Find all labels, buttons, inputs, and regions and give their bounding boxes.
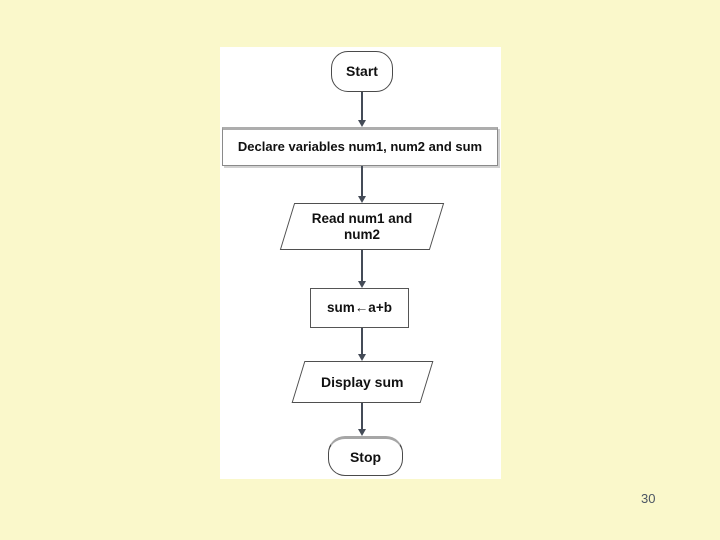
arrow-down-icon bbox=[358, 196, 366, 203]
slide-number: 30 bbox=[641, 491, 656, 506]
flowchart-node-start: Start bbox=[331, 51, 393, 92]
node-read-label: Read num1 and num2 bbox=[311, 210, 413, 242]
connector-display-to-stop bbox=[358, 403, 366, 436]
flowchart-node-stop: Stop bbox=[328, 436, 403, 476]
flowchart-node-declare-variables: Declare variables num1, num2 and sum bbox=[222, 127, 498, 166]
connector-line bbox=[361, 328, 363, 355]
node-start-label: Start bbox=[346, 63, 378, 80]
connector-assign-to-display bbox=[358, 328, 366, 361]
connector-line bbox=[361, 166, 363, 197]
flowchart-node-read-input: Read num1 and num2 bbox=[279, 203, 445, 250]
flowchart-canvas: Start Declare variables num1, num2 and s… bbox=[220, 47, 501, 479]
connector-line bbox=[361, 92, 363, 121]
flowchart-node-sum-assignment: sum←a+b bbox=[310, 288, 409, 328]
connector-read-to-assign bbox=[358, 250, 366, 288]
connector-declare-to-read bbox=[358, 166, 366, 203]
connector-line bbox=[361, 403, 363, 430]
arrow-down-icon bbox=[358, 354, 366, 361]
node-declare-label: Declare variables num1, num2 and sum bbox=[237, 139, 483, 155]
node-assign-label: sum←a+b bbox=[327, 300, 392, 316]
connector-line bbox=[361, 250, 363, 282]
flowchart-node-display-output: Display sum bbox=[291, 361, 434, 403]
connector-start-to-declare bbox=[358, 92, 366, 127]
node-display-label: Display sum bbox=[321, 373, 404, 390]
node-stop-label: Stop bbox=[349, 448, 382, 465]
arrow-down-icon bbox=[358, 281, 366, 288]
arrow-down-icon bbox=[358, 429, 366, 436]
arrow-down-icon bbox=[358, 120, 366, 127]
